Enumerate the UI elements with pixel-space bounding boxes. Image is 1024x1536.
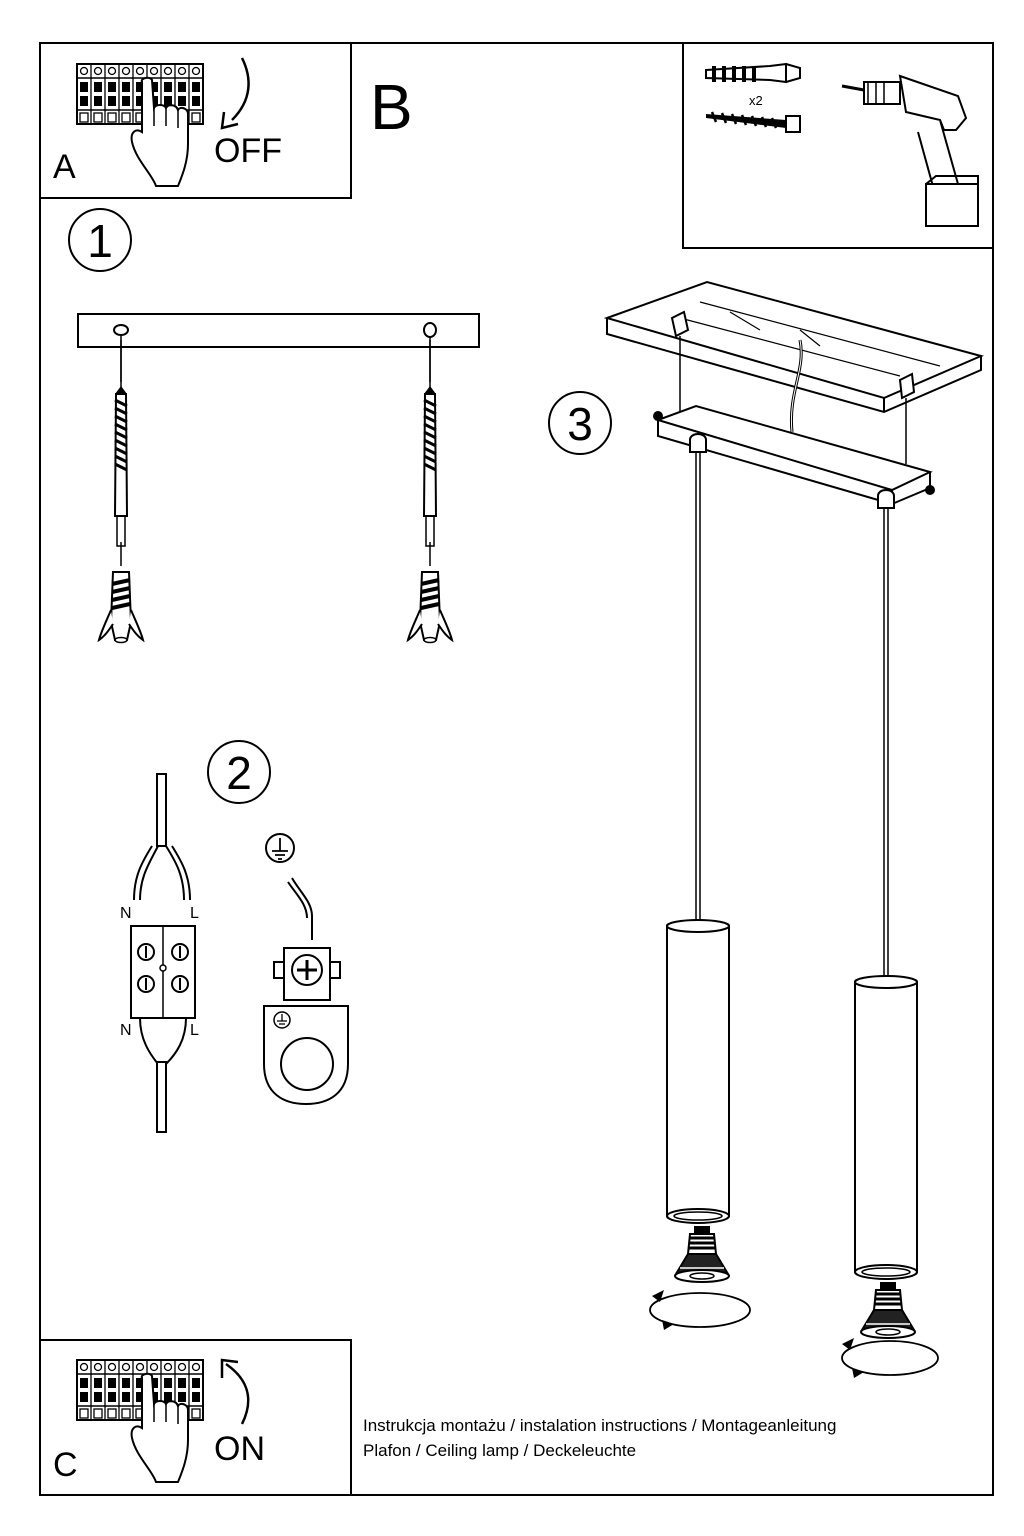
live-label-top: L (190, 905, 199, 922)
panel-a-letter: A (53, 148, 76, 186)
ground-clamp-icon (263, 947, 349, 1106)
step-3-number: 3 (567, 398, 593, 450)
panel-c-action: ON (214, 1430, 265, 1468)
sheet-frame (39, 42, 994, 1496)
pendant-left (649, 452, 751, 1330)
step-1-marker (68, 208, 132, 272)
neutral-label-bottom: N (120, 1022, 132, 1039)
ground-symbol-icon (265, 833, 295, 863)
arrow-down-icon (231, 57, 250, 121)
footer-product-type: Plafon / Ceiling lamp / Deckeleuchte (363, 1441, 637, 1460)
tools-box (682, 42, 994, 249)
plug-count: x2 (749, 93, 763, 108)
neutral-label-top: N (120, 905, 132, 922)
terminal-block-icon (130, 773, 196, 1133)
panel-c-box (39, 1339, 352, 1496)
panel-b-letter: B (370, 71, 413, 143)
panel-a-action: OFF (214, 132, 282, 170)
panel-a-box (39, 42, 352, 199)
drill-icon (841, 74, 979, 227)
step-2-number: 2 (226, 747, 252, 799)
step-3-marker (548, 391, 612, 455)
pendant-right (841, 508, 939, 1378)
panel-c-letter: C (53, 1446, 78, 1484)
mounting-plate (77, 313, 480, 348)
screw-icon (706, 111, 801, 133)
step-2-marker (207, 740, 271, 804)
footer-instructions: Instrukcja montażu / instalation instruc… (363, 1416, 837, 1435)
mounting-bar (653, 404, 935, 509)
step-1-number: 1 (87, 215, 113, 267)
arrow-up-icon (225, 1362, 250, 1425)
wall-plug-icon (705, 62, 801, 84)
ceiling-canopy (603, 280, 985, 464)
live-label-bottom: L (190, 1022, 199, 1039)
